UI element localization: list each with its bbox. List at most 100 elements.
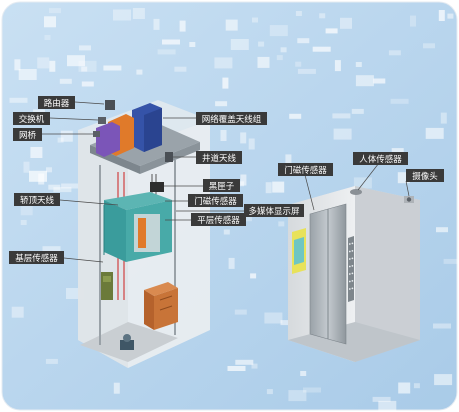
panel-button [348, 265, 351, 268]
background-square [372, 396, 391, 402]
panel-button [348, 250, 351, 253]
label-camera: 摄像头 [406, 169, 444, 182]
label-text: 网桥 [19, 130, 37, 141]
background-square [215, 101, 228, 107]
counterweight-top [144, 282, 178, 296]
panel-button [348, 243, 351, 245]
background-square [434, 374, 453, 386]
background-square [66, 288, 84, 299]
background-square [38, 173, 45, 185]
car-left-side [104, 200, 126, 262]
label-bg [203, 179, 240, 192]
label-bg [188, 194, 243, 207]
label-text: 多媒体显示屏 [248, 206, 300, 217]
background-square [222, 77, 229, 89]
server-rack-side [144, 108, 162, 152]
background-pattern [9, 8, 459, 412]
label-switch: 交换机 [13, 112, 50, 125]
background-square [264, 312, 283, 324]
background-square [443, 258, 459, 264]
background-square [265, 182, 272, 194]
background-square [438, 10, 445, 21]
panel-button [348, 280, 351, 283]
background-square [37, 57, 50, 69]
background-square [53, 187, 72, 193]
background-square [248, 138, 255, 150]
background-square [413, 383, 420, 389]
background-square [113, 9, 131, 21]
car-roof [104, 192, 172, 210]
label-bg [9, 251, 64, 264]
leader-line [405, 180, 410, 197]
leader-line [59, 199, 119, 206]
label-text: 黑匣子 [209, 182, 235, 192]
background-square [57, 137, 64, 143]
counterweight-side [144, 290, 154, 330]
background-square [132, 8, 145, 19]
background-square [378, 400, 397, 412]
background-square [67, 55, 85, 67]
background-square [20, 220, 27, 225]
background-square [325, 28, 338, 34]
label-text: 门磁传感器 [194, 196, 237, 207]
display-screen [294, 237, 304, 265]
panel-button [351, 265, 354, 267]
label-bg [353, 152, 408, 165]
background-square [240, 132, 247, 144]
background-square [45, 358, 58, 364]
background-square [319, 13, 326, 19]
background-square [332, 113, 351, 119]
label-bg [244, 204, 304, 217]
bridge-cabinet [96, 122, 120, 157]
background-square [295, 61, 302, 67]
label-bg [196, 112, 267, 125]
background-square [280, 47, 287, 53]
panel-button [351, 242, 354, 245]
bridge-icon [93, 131, 100, 137]
label-base-sensor: 基层传感器 [9, 251, 64, 264]
label-bg [13, 112, 50, 125]
background-square [285, 154, 292, 166]
label-car-top-antenna: 轿顶天线 [14, 193, 60, 206]
label-text: 人体传感器 [359, 154, 402, 165]
label-text: 摄像头 [412, 171, 438, 182]
background-square [18, 69, 37, 80]
background-square [351, 108, 364, 114]
background-square [227, 366, 246, 371]
background-square [174, 66, 187, 72]
background-square [9, 97, 28, 103]
background-square [29, 170, 47, 182]
camera-lens [406, 197, 412, 202]
background-square [240, 174, 247, 186]
buffer-cap [123, 334, 131, 342]
background-square [423, 43, 435, 49]
elevator-shaft-cutaway [78, 100, 210, 368]
background-square [355, 75, 374, 87]
background-square [425, 127, 444, 139]
background-square [333, 128, 352, 140]
background-square [251, 363, 258, 369]
label-text: 网络覆盖天线组 [202, 114, 262, 125]
leader-line [304, 174, 315, 211]
panel-button [348, 258, 351, 260]
background-square [228, 257, 235, 269]
leader-line [74, 101, 105, 105]
label-body-sensor: 人体传感器 [353, 152, 408, 165]
label-bg [191, 213, 246, 226]
background-square [447, 13, 454, 19]
background-square [278, 221, 285, 227]
background-square [276, 55, 283, 61]
background-square [157, 49, 176, 55]
background-square [220, 130, 227, 141]
background-square [44, 35, 51, 40]
background-square [297, 38, 310, 44]
label-shaft-antenna: 井道天线 [196, 151, 242, 164]
buffer-block [120, 340, 134, 350]
label-text: 路由器 [44, 98, 70, 109]
background-square [297, 68, 316, 74]
label-level-sensor: 平层传感器 [191, 213, 246, 226]
background-square [433, 323, 451, 329]
counterweight-line [159, 305, 173, 311]
label-text: 轿顶天线 [20, 195, 55, 206]
